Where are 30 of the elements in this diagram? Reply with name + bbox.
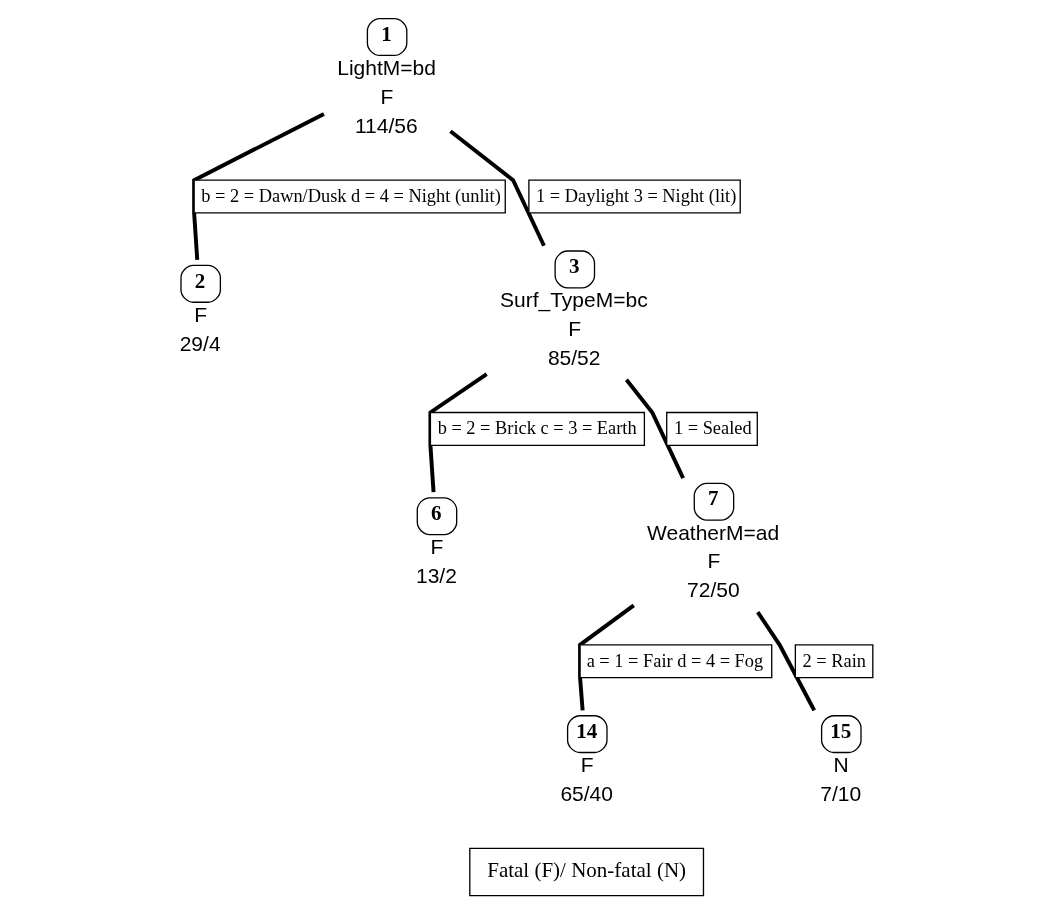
node-label: F — [580, 752, 594, 776]
node-label: LightM=bd — [336, 55, 436, 79]
node-label: 65/40 — [559, 781, 613, 805]
edge-label: 1 = Sealed — [673, 418, 752, 439]
node-label: F — [193, 302, 207, 326]
node-label: 13/2 — [415, 563, 457, 587]
edge-label: b = 2 = Brick c = 3 = Earth — [437, 418, 637, 439]
connector — [755, 610, 816, 712]
connector — [448, 129, 546, 247]
edge-label: a = 1 = Fair d = 4 = Fog — [586, 650, 763, 671]
node-label: F — [380, 84, 393, 108]
connector — [427, 372, 488, 493]
node-label: F — [567, 317, 581, 341]
node-label: 29/4 — [179, 331, 221, 355]
node-label: 85/52 — [547, 345, 600, 369]
node-label: F — [706, 549, 720, 573]
node-label: N — [832, 752, 849, 776]
node-label: Surf_TypeM=bc — [499, 288, 648, 312]
node-label: 7/10 — [819, 781, 861, 805]
connector — [577, 603, 635, 711]
node-label: F — [429, 535, 443, 558]
connector — [624, 378, 685, 479]
node-label: 72/50 — [686, 578, 740, 602]
node-label: 114/56 — [354, 113, 418, 137]
edge-label: 2 = Rain — [802, 650, 866, 671]
connector — [191, 112, 325, 260]
node-label: WeatherM=ad — [646, 520, 779, 544]
edge-label: b = 2 = Dawn/Dusk d = 4 = Night (unlit) — [200, 186, 501, 207]
edge-label: 1 = Daylight 3 = Night (lit) — [535, 186, 736, 207]
node-box: Fatal (F)/ Non-fatal (N) — [468, 847, 704, 897]
